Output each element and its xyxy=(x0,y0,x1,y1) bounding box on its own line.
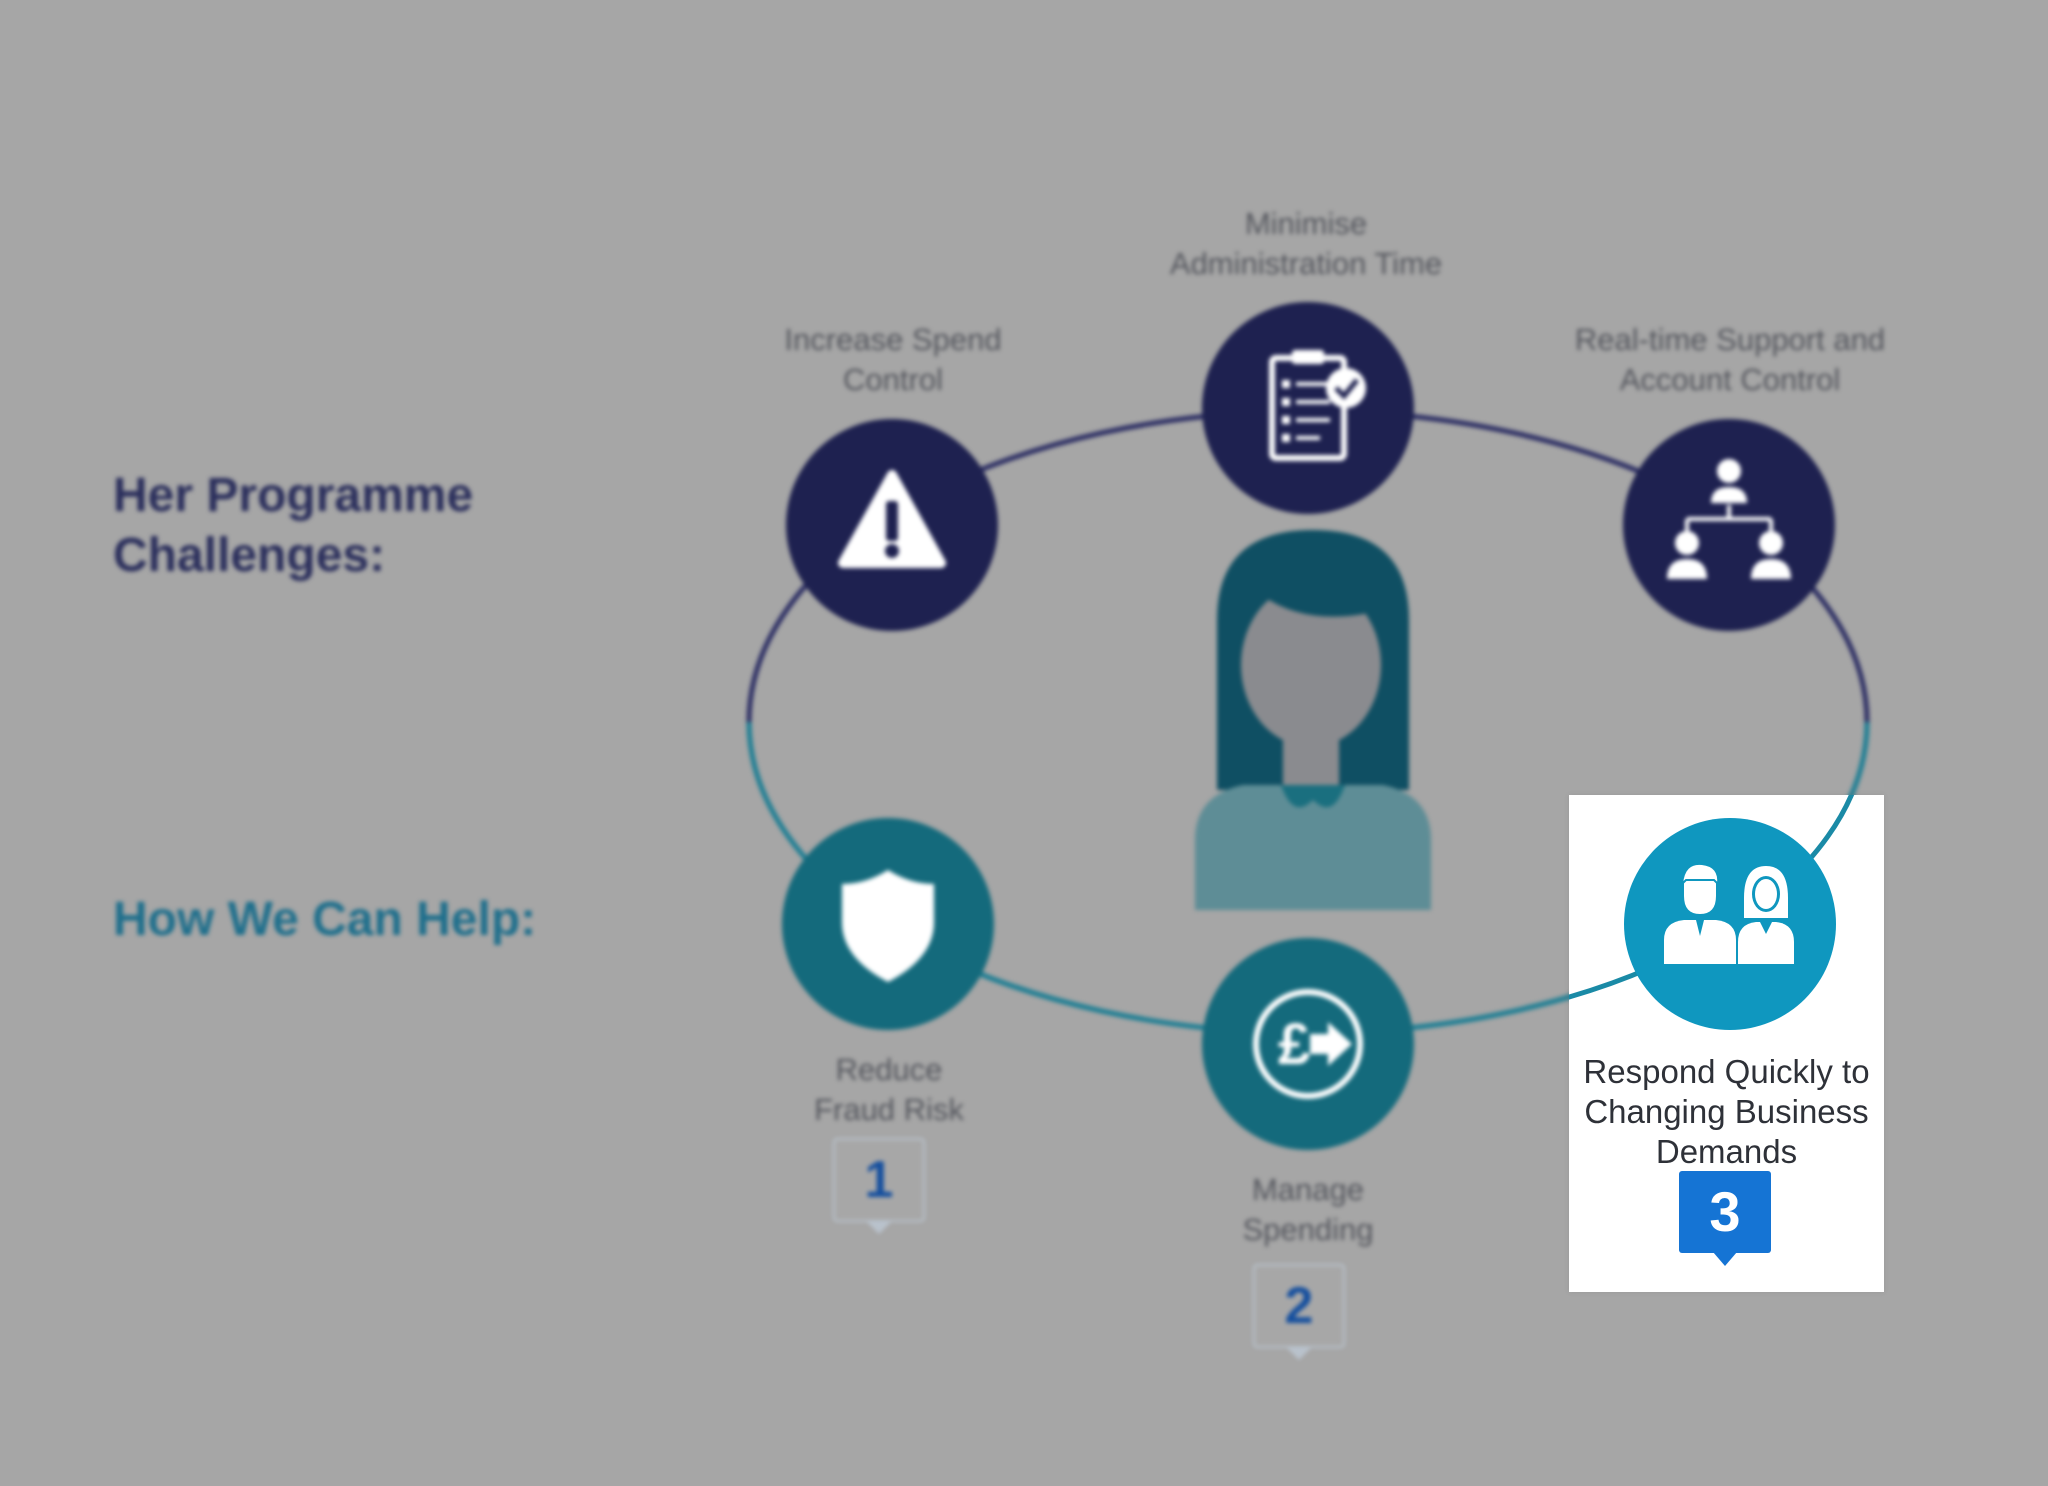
solution-label-fraud-risk: Reduce Fraud Risk xyxy=(814,1052,964,1127)
solution-label-respond-quickly: Respond Quickly to Changing Business Dem… xyxy=(1583,1053,1870,1170)
solution-marker-2-tail xyxy=(1287,1348,1311,1360)
solution-label-manage-spending: Manage Spending xyxy=(1242,1172,1374,1247)
solution-marker-1[interactable]: 1 xyxy=(833,1138,925,1222)
challenge-node-realtime-support xyxy=(1623,419,1835,631)
help-heading: How We Can Help: xyxy=(113,893,537,946)
solution-node-fraud-risk xyxy=(782,818,994,1030)
team-icon xyxy=(1664,862,1794,964)
challenge-node-admin-time xyxy=(1202,302,1414,514)
challenges-heading: Her Programme Challenges: xyxy=(113,469,474,582)
solution-node-manage-spending: £ xyxy=(1202,938,1414,1150)
solution-marker-3-tail xyxy=(1713,1252,1737,1266)
challenge-label-admin-time: Minimise Administration Time xyxy=(1169,206,1443,281)
woman-avatar-icon xyxy=(1195,530,1431,910)
challenge-label-realtime-support: Real-time Support and Account Control xyxy=(1574,322,1886,397)
pound-transfer-icon: £ xyxy=(1253,989,1363,1099)
warning-icon xyxy=(838,470,946,568)
shield-icon xyxy=(842,870,934,982)
checklist-icon xyxy=(1269,350,1366,461)
challenge-node-spend-control xyxy=(786,419,998,631)
org-chart-icon xyxy=(1667,459,1791,579)
svg-text:£: £ xyxy=(1278,1012,1310,1077)
challenge-label-spend-control: Increase Spend Control xyxy=(784,322,1002,397)
solution-marker-3[interactable]: 3 xyxy=(1679,1171,1771,1253)
solution-marker-2[interactable]: 2 xyxy=(1253,1264,1345,1348)
solution-marker-1-tail xyxy=(867,1222,891,1234)
solution-node-respond-quickly[interactable] xyxy=(1624,818,1836,1030)
